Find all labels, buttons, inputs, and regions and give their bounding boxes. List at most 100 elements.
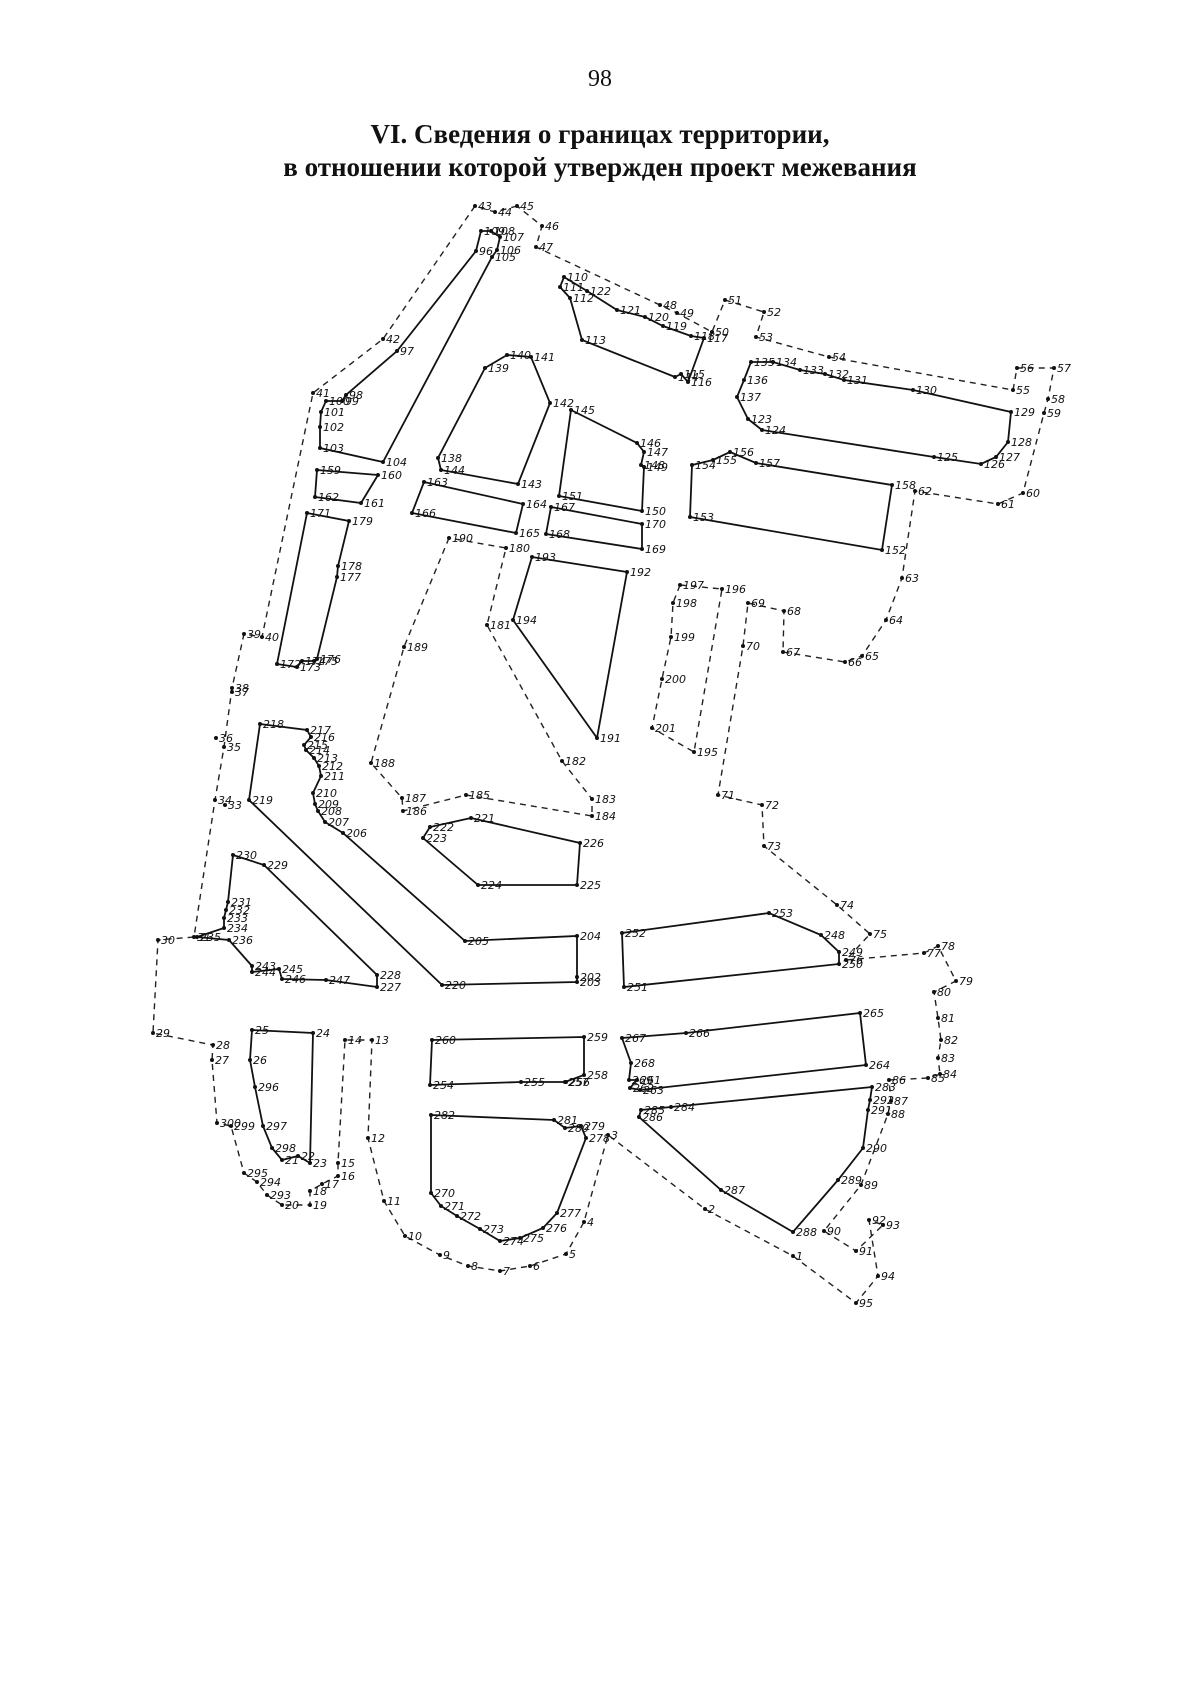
boundary-point-label: 152: [885, 544, 906, 557]
boundary-point-marker: [519, 1080, 523, 1084]
boundary-point-marker: [684, 1031, 688, 1035]
boundary-point: 245: [277, 963, 303, 976]
boundary-point-label: 216: [314, 731, 335, 744]
boundary-point: 214: [304, 744, 330, 757]
boundary-point: 21: [280, 1154, 299, 1167]
boundary-point-marker: [887, 1078, 891, 1082]
boundary-point-marker: [422, 480, 426, 484]
boundary-point-marker: [359, 501, 363, 505]
boundary-point-label: 22: [301, 1150, 315, 1163]
boundary-point-label: 262: [633, 1082, 654, 1095]
boundary-point-marker: [791, 1254, 795, 1258]
boundary-point: 49: [675, 307, 694, 320]
boundary-point: 186: [401, 805, 427, 818]
boundary-point: 52: [762, 306, 781, 319]
page-number: 98: [588, 66, 612, 92]
boundary-point: 83: [936, 1052, 955, 1065]
boundary-point: 168: [544, 528, 570, 541]
boundary-point-label: 7: [503, 1265, 510, 1278]
boundary-point-marker: [710, 330, 714, 334]
boundary-point-marker: [932, 990, 936, 994]
boundary-point-marker: [313, 495, 317, 499]
boundary-point-marker: [222, 916, 226, 920]
boundary-point-label: 163: [427, 476, 448, 489]
boundary-point-marker: [911, 388, 915, 392]
boundary-point-label: 75: [873, 928, 887, 941]
boundary-point-marker: [305, 728, 309, 732]
boundary-point-label: 145: [574, 404, 595, 417]
boundary-point-label: 106: [500, 244, 521, 257]
boundary-point-label: 33: [228, 799, 242, 812]
boundary-point-marker: [628, 1086, 632, 1090]
boundary-point: 23: [308, 1157, 327, 1170]
boundary-point-marker: [563, 1080, 567, 1084]
boundary-point-label: 252: [625, 927, 646, 940]
boundary-point-label: 266: [689, 1027, 710, 1040]
boundary-point-label: 221: [474, 812, 495, 825]
boundary-point-marker: [540, 224, 544, 228]
boundary-point: 266: [684, 1027, 710, 1040]
boundary-point-label: 137: [740, 391, 761, 404]
boundary-point: 278: [584, 1132, 610, 1145]
boundary-point-label: 299: [234, 1120, 255, 1133]
boundary-point-label: 169: [645, 543, 666, 556]
boundary-point-label: 110: [567, 271, 588, 284]
boundary-point: 148: [639, 459, 665, 472]
boundary-point-marker: [261, 1124, 265, 1128]
boundary-point-label: 272: [460, 1210, 481, 1223]
boundary-point: 22: [296, 1150, 315, 1163]
boundary-point-marker: [308, 1161, 312, 1165]
boundary-point-label: 184: [595, 810, 616, 823]
boundary-point: 165: [514, 527, 540, 540]
boundary-point: 218: [258, 718, 284, 731]
boundary-point-marker: [669, 635, 673, 639]
boundary-point-marker: [265, 1193, 269, 1197]
boundary-point-marker: [575, 883, 579, 887]
boundary-point-marker: [214, 736, 218, 740]
boundary-point-label: 168: [549, 528, 570, 541]
boundary-point-label: 257: [568, 1076, 589, 1089]
boundary-point: 222: [428, 821, 454, 834]
boundary-point-marker: [518, 1236, 522, 1240]
boundary-point-marker: [514, 531, 518, 535]
boundary-point-label: 16: [341, 1170, 355, 1183]
boundary-point-label: 226: [583, 837, 604, 850]
boundary-point-marker: [719, 1188, 723, 1192]
boundary-point-marker: [620, 1036, 624, 1040]
boundary-point-label: 28: [216, 1039, 230, 1052]
boundary-point-marker: [305, 511, 309, 515]
boundary-point-label: 62: [918, 485, 932, 498]
boundary-point-label: 222: [433, 821, 454, 834]
boundary-point-label: 294: [260, 1176, 281, 1189]
boundary-point-label: 19: [313, 1199, 327, 1212]
boundary-point-marker: [754, 461, 758, 465]
boundary-point-marker: [347, 519, 351, 523]
boundary-point-label: 129: [1014, 406, 1035, 419]
boundary-point: 259: [582, 1031, 608, 1044]
boundary-point: 195: [692, 746, 718, 759]
boundary-point-marker: [679, 372, 683, 376]
boundary-point-label: 203: [580, 976, 601, 989]
boundary-point-label: 157: [759, 457, 780, 470]
boundary-point: 120: [643, 311, 669, 324]
boundary-point-label: 82: [944, 1034, 958, 1047]
boundary-point: 154: [690, 459, 716, 472]
boundary-point: 291: [866, 1104, 892, 1117]
parcel-contour: [621, 912, 840, 988]
boundary-point-marker: [866, 1108, 870, 1112]
boundary-point-marker: [318, 446, 322, 450]
boundary-point: 82: [939, 1034, 958, 1047]
boundary-point-label: 197: [683, 579, 704, 592]
boundary-point-label: 267: [625, 1032, 646, 1045]
boundary-point: 232: [224, 904, 250, 917]
boundary-point-label: 84: [943, 1068, 957, 1081]
boundary-point: 78: [936, 940, 955, 953]
boundary-point-marker: [791, 1230, 795, 1234]
boundary-point-label: 13: [375, 1034, 389, 1047]
boundary-point-marker: [498, 1239, 502, 1243]
boundary-point-marker: [595, 736, 599, 740]
boundary-point-marker: [671, 601, 675, 605]
boundary-point-label: 148: [644, 459, 665, 472]
boundary-point: 178: [336, 560, 362, 573]
boundary-point: 230: [231, 849, 257, 862]
